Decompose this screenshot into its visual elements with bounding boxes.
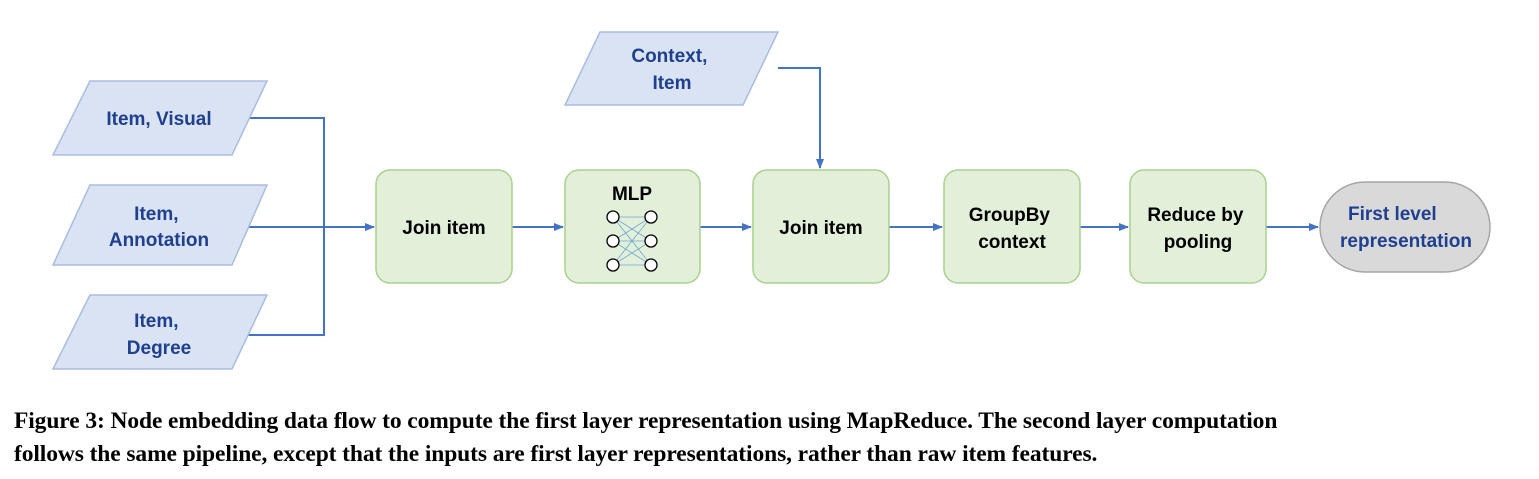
process-join-item-2-label: Join item <box>779 218 862 239</box>
connector-item-degree <box>245 227 325 336</box>
input-context-item-label: Context, Item <box>631 46 712 94</box>
process-groupby-context-label: GroupBy context <box>969 205 1056 253</box>
process-mlp-label: MLP <box>612 184 652 205</box>
input-context-item: Context, Item <box>563 31 780 106</box>
figure-caption-line-2: follows the same pipeline, except that t… <box>14 441 1098 467</box>
connector-item-visual <box>245 117 325 227</box>
input-item-visual-label: Item, Visual <box>106 109 211 130</box>
input-item-degree: Item, Degree <box>51 294 269 370</box>
neural-network-icon <box>606 210 658 272</box>
process-join-item-1: Join item <box>375 169 513 284</box>
process-join-item-1-label: Join item <box>402 218 485 239</box>
input-item-visual: Item, Visual <box>51 80 269 156</box>
pipeline-diagram: Item, Visual Item, Annotation Item, Degr… <box>51 31 1491 370</box>
output-first-level-representation: First level representation <box>1319 181 1491 273</box>
process-mlp: MLP <box>564 169 701 284</box>
process-join-item-2: Join item <box>752 169 890 284</box>
process-reduce-by-pooling-label: Reduce by pooling <box>1147 205 1248 253</box>
input-item-annotation-label: Item, Annotation <box>109 204 209 251</box>
connector-context-item <box>778 67 824 169</box>
process-reduce-by-pooling: Reduce by pooling <box>1129 169 1267 284</box>
output-first-level-representation-label: First level representation <box>1340 204 1472 252</box>
input-item-degree-label: Item, Degree <box>127 311 191 359</box>
figure-caption-line-1: Figure 3: Node embedding data flow to co… <box>14 408 1278 434</box>
input-item-annotation: Item, Annotation <box>51 184 269 266</box>
figure-caption: Figure 3: Node embedding data flow to co… <box>14 405 1529 471</box>
connectors <box>245 67 1319 336</box>
process-groupby-context: GroupBy context <box>943 169 1081 284</box>
